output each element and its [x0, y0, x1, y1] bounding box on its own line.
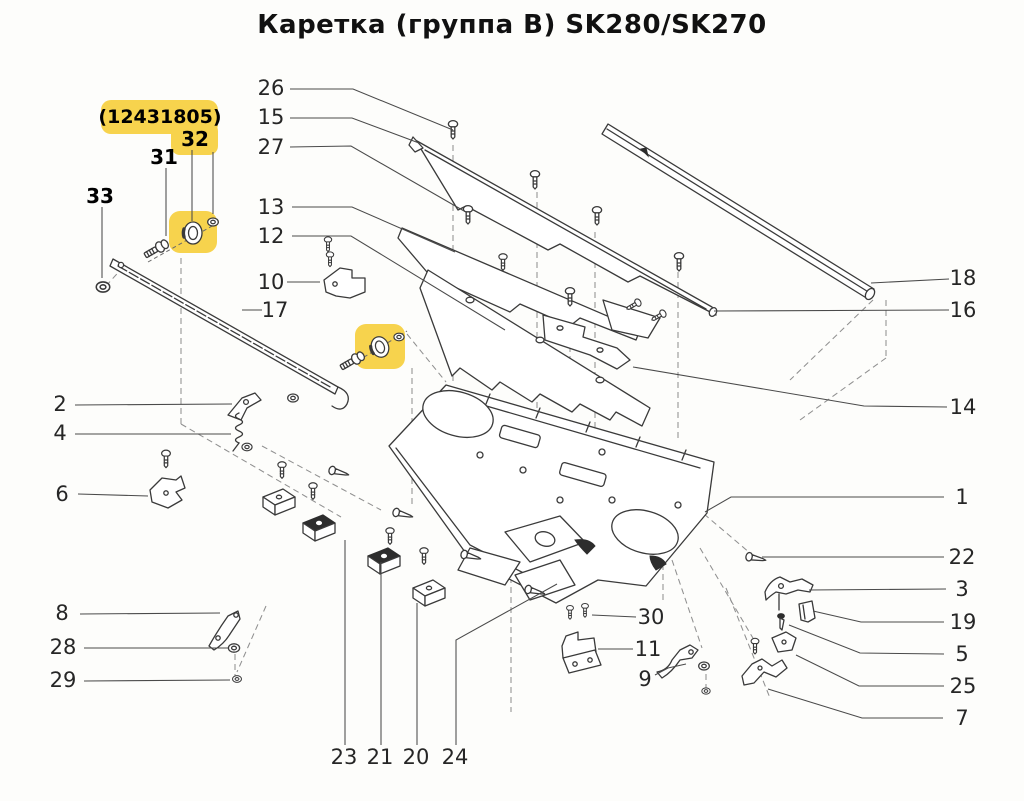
callout-8: 8 [55, 601, 68, 625]
callout-5: 5 [955, 642, 968, 666]
parts [95, 119, 876, 695]
part-spring-4 [232, 412, 253, 452]
callout-26: 26 [258, 76, 285, 100]
leader-lines [74, 88, 950, 745]
highlight-marks [101, 100, 405, 369]
callout-32: 32 [181, 127, 209, 151]
part-rear-rail-tube [601, 123, 876, 301]
part-bracket-10 [323, 236, 366, 299]
callout-29: 29 [50, 668, 77, 692]
callout-2: 2 [53, 392, 66, 416]
callout-30: 30 [638, 605, 665, 629]
callout-10: 10 [258, 270, 285, 294]
callout-7: 7 [955, 706, 968, 730]
callout-22: 22 [949, 545, 976, 569]
callout-27: 27 [258, 135, 285, 159]
callout-20: 20 [403, 745, 430, 769]
callout-4: 4 [53, 421, 66, 445]
part-arm-8 [208, 610, 242, 683]
part-nut-under-bar [287, 393, 299, 403]
part-screw-5 [777, 613, 785, 631]
part-cam-plate [419, 269, 651, 427]
part-slide-bar [109, 258, 349, 410]
part-lever-2 [227, 392, 262, 421]
callout-11: 11 [635, 637, 662, 661]
callout-3: 3 [955, 577, 968, 601]
callout-28: 28 [50, 635, 77, 659]
callout-1: 1 [955, 485, 968, 509]
part-carriage-plate [388, 384, 715, 604]
part-arm-9 [656, 644, 711, 695]
callout-6: 6 [55, 482, 68, 506]
part-bracket-6 [149, 449, 186, 509]
callout-31: 31 [150, 145, 178, 169]
part-blocks [262, 461, 547, 607]
part-clamp-25 [771, 631, 797, 653]
callout-14: 14 [950, 395, 977, 419]
callout-21: 21 [367, 745, 394, 769]
callout-13: 13 [258, 195, 285, 219]
callout-12: 12 [258, 224, 285, 248]
part-bracket-7 [741, 637, 788, 686]
highlight-callout-32-box [171, 122, 218, 155]
callout-17: 17 [262, 298, 289, 322]
callout-25: 25 [950, 674, 977, 698]
diagram-title: Каретка (группа B) SK280/SK270 [257, 10, 767, 40]
callout-labels: (12431805) 32 31 33 26 15 27 13 12 10 17… [50, 76, 977, 769]
callout-19: 19 [950, 610, 977, 634]
part-nut-33 [95, 281, 111, 293]
part-bracket-11 [561, 602, 602, 674]
callout-16: 16 [950, 298, 977, 322]
callout-24: 24 [442, 745, 469, 769]
callout-33: 33 [86, 184, 114, 208]
callout-9: 9 [638, 667, 651, 691]
callout-23: 23 [331, 745, 358, 769]
callout-18: 18 [950, 266, 977, 290]
part-knob-19 [798, 600, 816, 623]
part-bracket-group-14 [542, 297, 668, 370]
part-screw-22 [744, 551, 768, 566]
part-number-label: (12431805) [98, 106, 221, 128]
callout-15: 15 [258, 105, 285, 129]
part-lever-3 [764, 576, 814, 611]
